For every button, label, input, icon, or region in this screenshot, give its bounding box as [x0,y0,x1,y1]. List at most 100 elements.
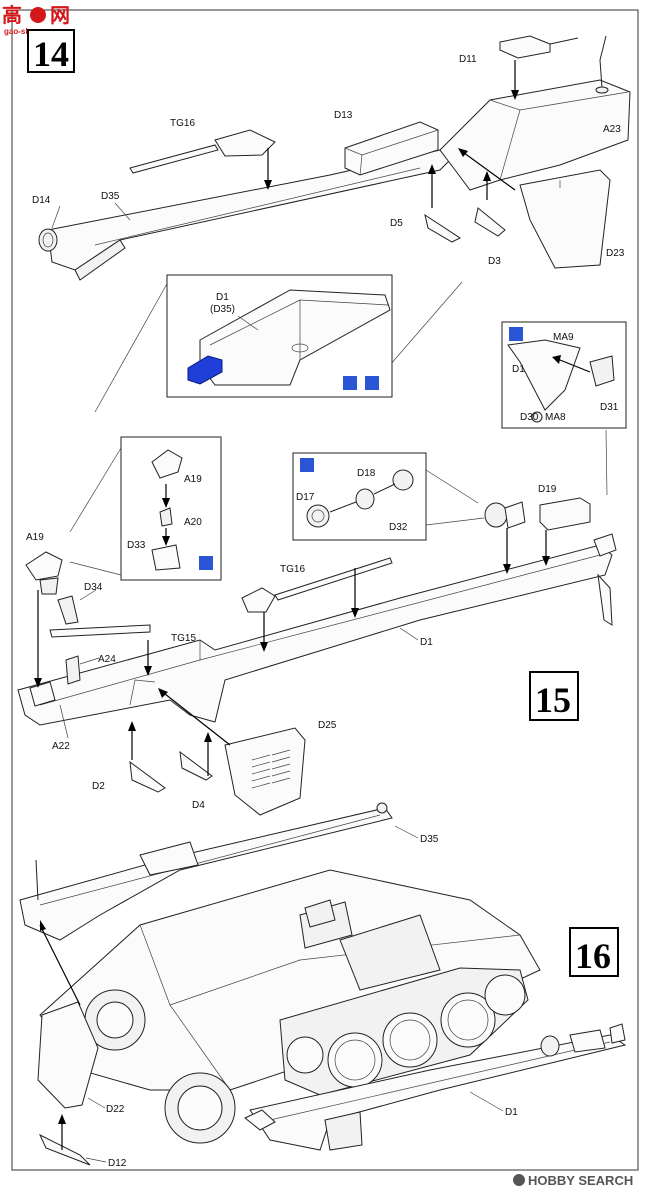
wedge-part-d3 [474,207,506,237]
step-number-box [27,29,75,73]
detail-part-a19 [151,449,183,479]
label-tg16: TG16 [170,118,195,129]
label-a24: A24 [98,654,116,665]
rail-end-face [74,239,126,281]
rail-bracket [597,573,613,626]
detail-part-d33 [151,544,181,571]
tool-part-tg16 [129,144,219,174]
box-part-d13 [344,121,439,176]
detail-callout-d1: D1 (D35) [94,274,463,413]
watermark-gear-icon [513,1174,525,1186]
label-d35: D35 [101,191,120,202]
watermark-logo-bottom: HOBBY SEARCH [513,1173,633,1188]
label-d17: D17 [296,492,315,503]
fender-part [439,79,631,191]
label-d25: D25 [318,720,337,731]
wedge-part-d5 [424,213,462,243]
cap-part-d14 [38,228,58,252]
wedge-part-d2 [129,760,166,793]
tool-part-d34 [57,595,79,625]
label-d22: D22 [106,1104,125,1115]
grille-slots [251,749,291,789]
label-ma8: MA8 [545,412,566,423]
watermark-seal-icon [30,7,46,23]
label-tg16: TG16 [280,564,305,575]
label-d12: D12 [108,1158,127,1169]
rail-part-d35 [19,807,393,941]
step-number: 15 [535,680,571,720]
box-part-d19 [539,497,591,531]
antenna-part-a23 [599,35,607,89]
label-a19-detail: A19 [184,474,202,485]
page-border [11,9,639,1171]
plate-part-d12 [38,1133,91,1166]
step-16: 16 [19,802,627,1169]
detail-part-d1 [507,339,581,411]
label-d13: D13 [334,110,353,121]
shovel-part-tg16 [241,587,276,613]
label-d35: D35 [420,834,439,845]
step-number: 14 [33,34,69,74]
paint-icon [343,376,357,390]
tool-blade [214,129,276,157]
glue-icon [365,376,379,390]
detail-part-d30 [531,411,543,423]
label-d23: D23 [606,248,625,259]
bracket-part-d11 [499,35,551,59]
label-d4: D4 [192,800,205,811]
panel-part-d23 [519,169,611,269]
step-15: 15 MA9 D1 D30 MA8 D31 D18 D17 D32 [17,321,627,816]
detail-label-d35: (D35) [210,304,235,315]
label-ma9: MA9 [553,332,574,343]
label-d1: D1 [420,637,433,648]
light-part-a19 [25,551,63,581]
detail-part-d32 [355,488,375,510]
detail-part-d17 [306,504,330,528]
label-a22: A22 [52,741,70,752]
step-14: 14 D11 A23 [27,29,631,281]
label-d30: D30 [520,412,539,423]
post-part-a24 [65,655,81,685]
detail-part-a20 [159,507,173,527]
headlight-part [484,502,508,528]
road-wheels [286,974,526,1088]
rail-part-d1 [249,1034,627,1151]
wedge-part-d4 [179,750,213,781]
label-d31: D31 [600,402,619,413]
step-number-box [529,671,579,721]
rail-end-part [593,533,617,557]
label-d5: D5 [390,218,403,229]
grille-part-d25 [224,727,306,816]
step-number-box [569,927,619,977]
label-a23: A23 [603,124,621,135]
svg-text:HOBBY SEARCH: HOBBY SEARCH [528,1173,633,1188]
label-d32: D32 [389,522,408,533]
label-d34: D34 [84,582,103,593]
label-d19: D19 [538,484,557,495]
label-tg15: TG15 [171,633,196,644]
rail-part-d1 [17,544,613,726]
detail-label-d1: D1 [216,292,229,303]
svg-text:网: 网 [50,5,70,27]
foot-part-a22 [29,681,56,707]
detail-part-d31 [589,355,615,387]
label-d14: D14 [32,195,51,206]
label-d33: D33 [127,540,146,551]
label-d3: D3 [488,256,501,267]
label-d18: D18 [357,468,376,479]
glue-icon [300,458,314,472]
label-a20: A20 [184,517,202,528]
highlighted-part [187,355,223,385]
label-d2: D2 [92,781,105,792]
detail-part-d18 [392,469,414,491]
svg-text:高: 高 [2,3,22,27]
step-number: 16 [575,936,611,976]
label-d1: D1 [505,1107,518,1118]
label-a19: A19 [26,532,44,543]
label-d1-detail: D1 [512,364,525,375]
glue-icon [199,556,213,570]
tool-part-tg15 [49,624,151,638]
label-d11: D11 [459,54,477,65]
